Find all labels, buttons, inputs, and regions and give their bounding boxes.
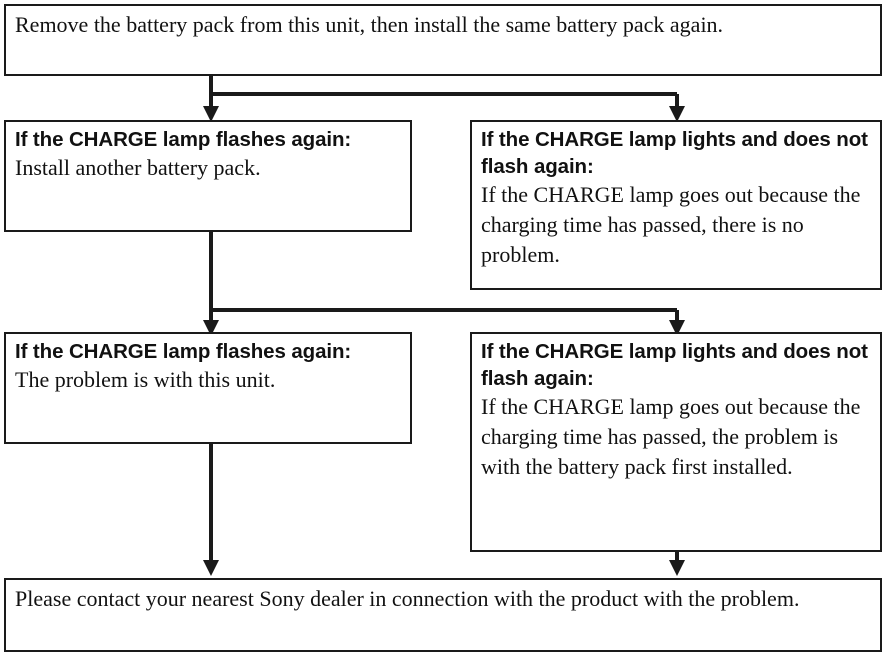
arrowhead-down-right-3 bbox=[669, 560, 685, 576]
box-lights-no-flash-1-body: If the CHARGE lamp goes out because the … bbox=[481, 182, 861, 267]
box-lights-no-flash-1: If the CHARGE lamp lights and does not f… bbox=[470, 120, 882, 290]
box-start: Remove the battery pack from this unit, … bbox=[4, 4, 882, 76]
connector-start-split-path bbox=[209, 74, 677, 108]
arrowhead-down-left bbox=[203, 106, 219, 122]
connector-lights-no-flash-2-to-contact bbox=[669, 550, 685, 576]
connector-start-split bbox=[203, 74, 685, 122]
arrowhead-down-left-3 bbox=[203, 560, 219, 576]
connector-row2-split-path bbox=[209, 232, 677, 312]
box-flashes-again-1-heading: If the CHARGE lamp flashes again: bbox=[15, 128, 352, 151]
arrowhead-down-left-2 bbox=[203, 320, 219, 336]
box-lights-no-flash-2-body: If the CHARGE lamp goes out because the … bbox=[481, 394, 861, 479]
connector-flashes-again-2-to-contact bbox=[203, 444, 219, 576]
box-contact-dealer-text: Please contact your nearest Sony dealer … bbox=[15, 586, 800, 611]
box-lights-no-flash-2: If the CHARGE lamp lights and does not f… bbox=[470, 332, 882, 552]
arrowhead-down-right-2 bbox=[669, 320, 685, 336]
box-flashes-again-2-body: The problem is with this unit. bbox=[15, 367, 276, 392]
box-flashes-again-1-body: Install another battery pack. bbox=[15, 155, 261, 180]
box-start-text: Remove the battery pack from this unit, … bbox=[15, 12, 724, 37]
connector-row2-split bbox=[203, 232, 685, 336]
box-flashes-again-2: If the CHARGE lamp flashes again: The pr… bbox=[4, 332, 412, 444]
box-flashes-again-2-heading: If the CHARGE lamp flashes again: bbox=[15, 340, 352, 363]
box-lights-no-flash-2-heading: If the CHARGE lamp lights and does not f… bbox=[481, 340, 868, 390]
box-contact-dealer: Please contact your nearest Sony dealer … bbox=[4, 578, 882, 652]
box-lights-no-flash-1-heading: If the CHARGE lamp lights and does not f… bbox=[481, 128, 868, 178]
arrowhead-down-right bbox=[669, 106, 685, 122]
box-flashes-again-1: If the CHARGE lamp flashes again: Instal… bbox=[4, 120, 412, 232]
